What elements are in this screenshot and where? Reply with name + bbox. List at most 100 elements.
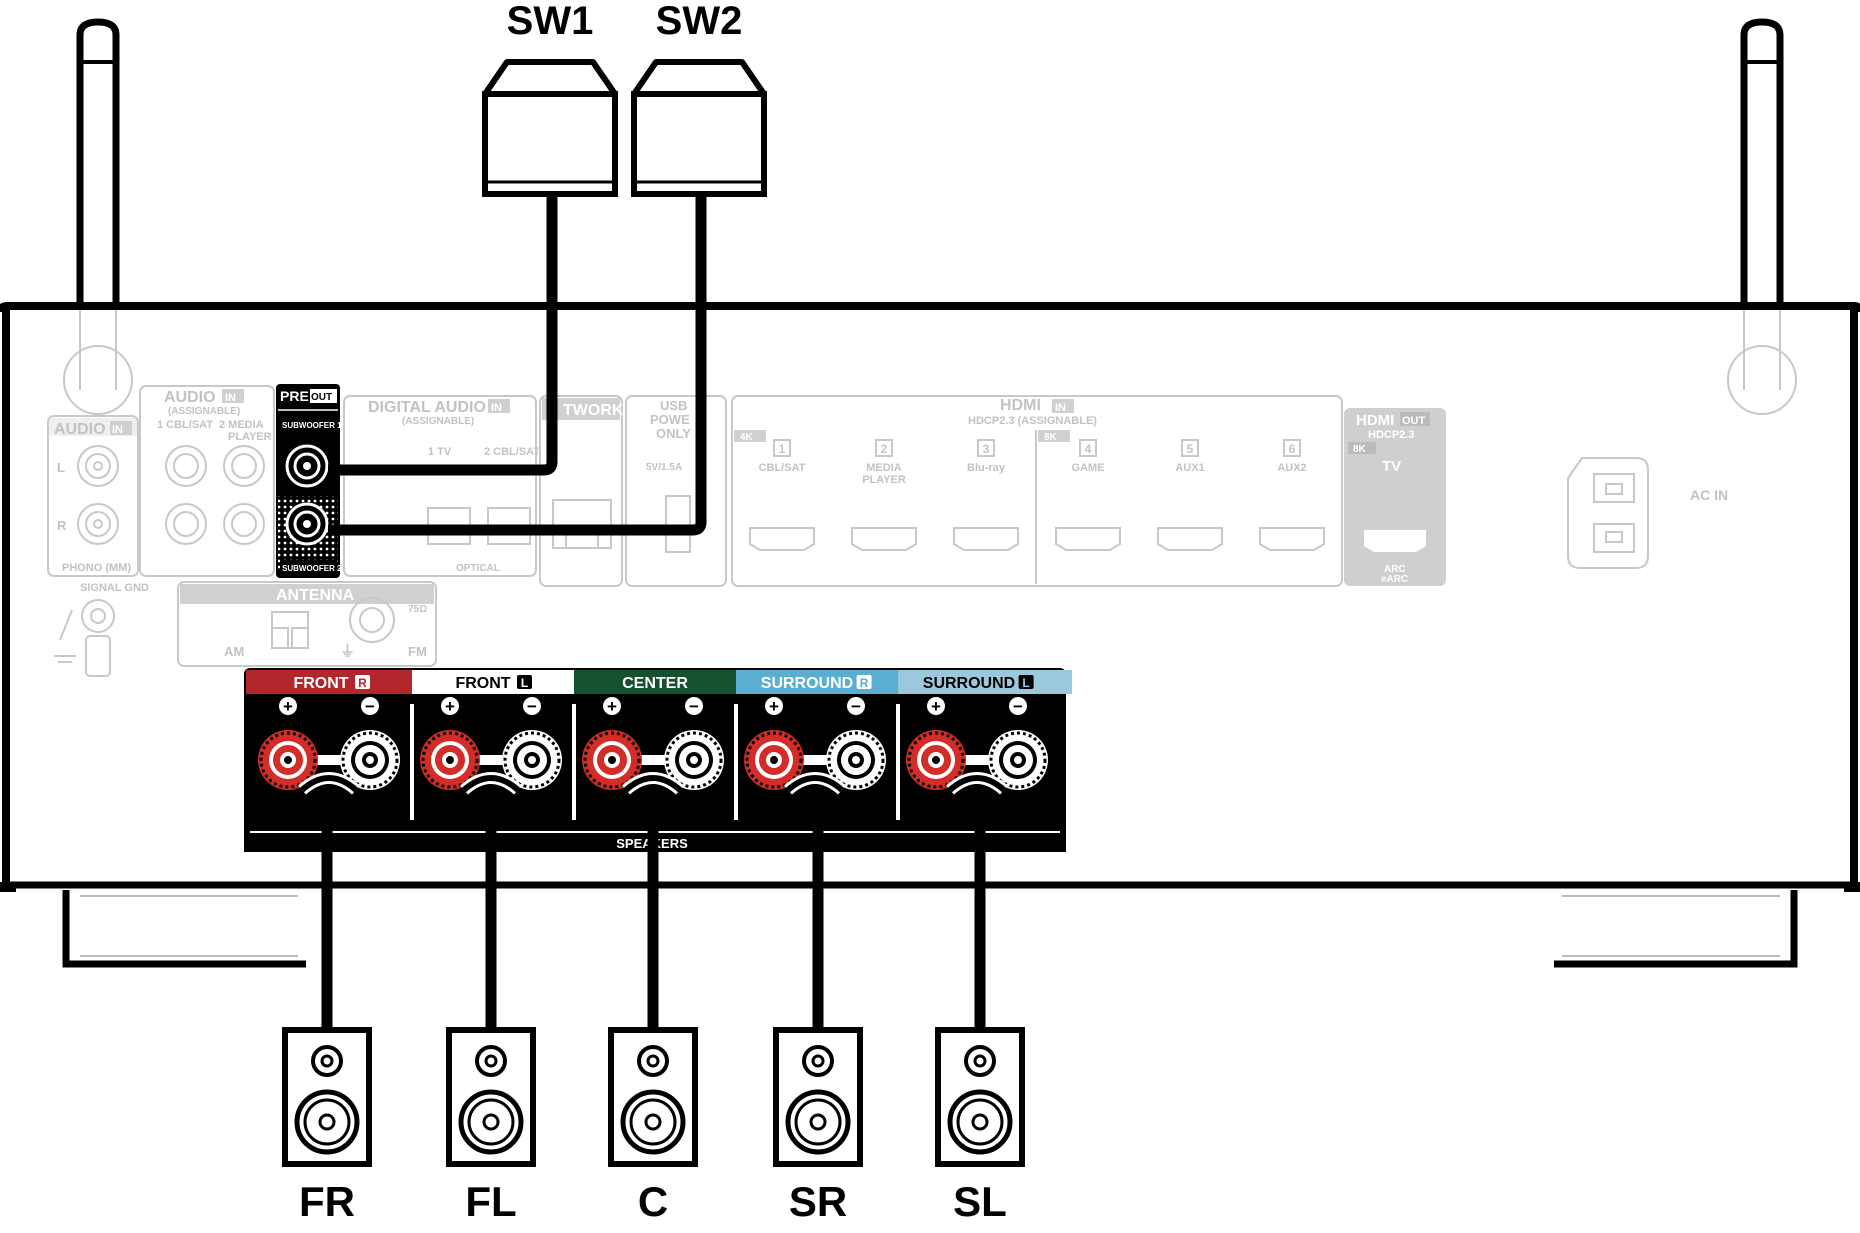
terminal-minus-sign: − <box>689 697 699 716</box>
terminal-negative[interactable] <box>502 730 562 790</box>
hdmi-in-name2: PLAYER <box>862 474 906 486</box>
hdmi-in-num: 1 <box>779 442 786 456</box>
digital-audio-title: DIGITAL AUDIO <box>368 399 486 416</box>
hdmi-in-badge: IN <box>1055 402 1066 414</box>
terminal-negative[interactable] <box>664 730 724 790</box>
hdmi-out-8k: 8K <box>1353 444 1367 455</box>
hdmi-in-num: 3 <box>983 442 990 456</box>
digital-audio-section: DIGITAL AUDIO IN (ASSIGNABLE) 1 TV 2 CBL… <box>343 395 540 577</box>
subwoofer-2-jack[interactable] <box>285 502 329 546</box>
channel-header: CENTER <box>574 670 736 694</box>
audio-in-ch1: 1 CBL/SAT <box>157 419 213 431</box>
hdmi-out-sub: HDCP2.3 <box>1368 429 1414 441</box>
optical-label: OPTICAL <box>456 563 500 574</box>
network-section: TWORK <box>539 395 624 587</box>
hdmi-in-num: 2 <box>881 442 888 456</box>
channel-badge: R <box>358 676 367 690</box>
hdmi-out-title: HDMI <box>1356 412 1394 429</box>
audio-in-left-badge: IN <box>112 424 123 436</box>
hdmi-in-name: GAME <box>1072 462 1105 474</box>
channel-header: FRONT R <box>246 670 412 694</box>
hdmi-out-arc: ARC <box>1384 564 1406 575</box>
speaker-c: C <box>608 1027 698 1225</box>
usb-l2: POWE <box>650 412 690 427</box>
usb-l1: USB <box>660 398 687 413</box>
terminal-negative[interactable] <box>826 730 886 790</box>
speaker-wires <box>321 800 986 1030</box>
terminal-minus-sign: − <box>365 697 375 716</box>
receiver-chassis <box>0 302 1860 968</box>
channel-name: FRONT <box>455 675 510 692</box>
pre-out-sub2-label: SUBWOOFER 2 <box>282 564 342 573</box>
terminal-positive[interactable] <box>420 730 480 790</box>
channel-name: FRONT <box>293 675 348 692</box>
terminal-plus-sign: + <box>445 697 455 716</box>
ac-in-label: AC IN <box>1690 487 1728 503</box>
subwoofer-sw2: SW2 <box>631 0 767 197</box>
antenna-am: AM <box>224 644 244 659</box>
terminal-plus-sign: + <box>769 697 779 716</box>
subwoofer-label: SW1 <box>507 0 594 43</box>
terminal-positive[interactable] <box>744 730 804 790</box>
digital-audio-ch2: 2 CBL/SAT <box>484 446 540 458</box>
audio-in-assignable-section: AUDIO IN (ASSIGNABLE) 1 CBL/SAT 2 MEDIA … <box>139 385 275 577</box>
subwoofer-1-jack[interactable] <box>285 444 329 488</box>
wire-sw2 <box>328 196 707 536</box>
hdmi-in-name: AUX1 <box>1175 462 1204 474</box>
subwoofer-wires <box>328 196 707 536</box>
subwoofer-label: SW2 <box>656 0 743 43</box>
hdmi-in-name: CBL/SAT <box>759 462 806 474</box>
audio-in-phono-section: AUDIO IN L R PHONO (MM) SIGNAL GND <box>47 415 149 677</box>
phono-label: PHONO (MM) <box>62 562 131 574</box>
pre-out-sub1-label: SUBWOOFER 1 <box>282 421 342 430</box>
network-label: TWORK <box>563 402 624 419</box>
terminal-positive[interactable] <box>258 730 318 790</box>
antenna-terminal-section: ANTENNA AM ⏚ 75Ω FM <box>177 581 437 667</box>
audio-in-title: AUDIO <box>164 389 216 406</box>
antenna-left <box>63 18 133 415</box>
terminal-minus-sign: − <box>851 697 861 716</box>
audio-in-left-title: AUDIO <box>54 421 106 438</box>
antenna-right <box>1727 18 1797 415</box>
terminal-minus-sign: − <box>527 697 537 716</box>
hdmi-in-name: MEDIA <box>866 462 902 474</box>
channel-r-label: R <box>57 518 67 533</box>
signal-gnd-label: SIGNAL GND <box>80 582 149 594</box>
speaker-label: FL <box>465 1178 516 1225</box>
speaker-label: FR <box>299 1178 355 1225</box>
channel-l-label: L <box>57 460 65 475</box>
terminal-negative[interactable] <box>988 730 1048 790</box>
terminal-positive[interactable] <box>906 730 966 790</box>
audio-in-ch2: 2 MEDIA <box>219 419 264 431</box>
hdmi-out-earc: eARC <box>1381 574 1408 585</box>
hdmi-in-num: 5 <box>1187 442 1194 456</box>
pre-out-section: PRE OUT SUBWOOFER 1 SUBWOOFER 2 <box>276 384 342 578</box>
antenna-ohm: 75Ω <box>408 604 427 615</box>
usb-section: USB POWE ONLY 5V/1.5A <box>625 395 727 587</box>
pre-out-out: OUT <box>311 392 332 403</box>
terminal-negative[interactable] <box>340 730 400 790</box>
subwoofer-sw1: SW1 <box>482 0 618 197</box>
speaker-sr: SR <box>773 1027 863 1225</box>
svg-text:⏚: ⏚ <box>340 643 355 660</box>
hdmi-in-4k: 4K <box>740 432 754 443</box>
channel-name: SURROUND <box>923 675 1015 692</box>
channel-name: CENTER <box>622 675 688 692</box>
hdmi-in-name: AUX2 <box>1277 462 1306 474</box>
hdmi-in-num: 6 <box>1289 442 1296 456</box>
hdmi-in-title: HDMI <box>1000 397 1041 414</box>
terminal-positive[interactable] <box>582 730 642 790</box>
digital-audio-badge: IN <box>491 402 502 414</box>
terminal-plus-sign: + <box>607 697 617 716</box>
usb-l3: ONLY <box>656 426 691 441</box>
hdmi-out-section: HDMI OUT HDCP2.3 8K TV ARC eARC <box>1344 408 1446 586</box>
channel-badge: R <box>860 676 869 690</box>
ac-in-section: AC IN <box>1567 457 1728 569</box>
wire-sw1 <box>328 196 558 476</box>
